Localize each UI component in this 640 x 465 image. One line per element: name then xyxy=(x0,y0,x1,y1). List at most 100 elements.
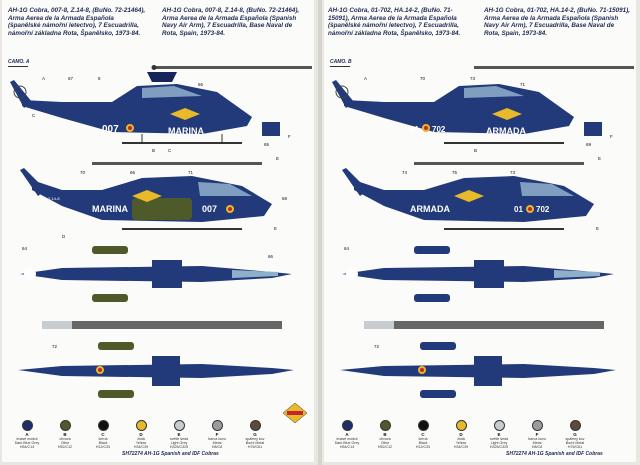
left-underside-view: 72 xyxy=(18,342,294,398)
stub-wing xyxy=(474,260,504,288)
roundel-center xyxy=(528,207,532,211)
roundel-center xyxy=(424,126,428,130)
olive-panel xyxy=(132,198,192,220)
weapon-pod xyxy=(98,342,134,350)
left-footer: SH72274 AH-1G Spanish and IDF Cobras xyxy=(122,451,219,457)
callout-69: 69 xyxy=(586,142,592,147)
tail-fin xyxy=(332,80,354,108)
marking-text: ARMADA xyxy=(410,204,450,214)
canopy xyxy=(464,86,524,98)
side-code-prefix: 01 xyxy=(410,125,419,134)
tail-marking xyxy=(346,268,358,280)
canopy-plan xyxy=(554,270,600,278)
swatch-f-dot xyxy=(531,420,543,431)
callout-74: 74 xyxy=(402,170,408,175)
stub-wing xyxy=(474,356,502,386)
right-caption-cz: AH-1G Cobra, 01-702, HA.14-2, (BuNo. 71-… xyxy=(328,7,461,37)
detail-inset xyxy=(262,122,280,136)
left-page: AH-1G Cobra, 007-8, Z.14-8, (BuNo. 72-21… xyxy=(2,0,314,462)
callout-d: D xyxy=(62,234,66,239)
roundel-center xyxy=(228,207,232,211)
rotor-blade-view xyxy=(364,321,604,329)
canopy xyxy=(520,182,574,196)
weapon-pod xyxy=(420,390,456,398)
anchor-emblem xyxy=(454,190,484,202)
right-plan-view: 64 xyxy=(342,246,614,302)
rotor-tip xyxy=(151,65,157,70)
callout-f: F xyxy=(288,134,291,139)
swatch-g-dot xyxy=(249,420,261,431)
roundel-center xyxy=(98,368,102,372)
blade-root xyxy=(42,321,72,329)
right-side-view-upper: 01 702 ARMADA A 70 73 71 B 69 F E xyxy=(332,66,634,161)
anchor-emblem xyxy=(132,190,162,202)
callout-e: E xyxy=(274,226,277,231)
main-rotor xyxy=(92,162,262,165)
rotor-blade xyxy=(42,321,282,329)
right-side-view-lower: ARMADA 01 702 74 75 73 E xyxy=(342,162,599,231)
weapon-pod xyxy=(98,390,134,398)
marking-text: MARINA xyxy=(168,126,204,136)
skid xyxy=(122,228,242,230)
side-code-prefix: 01 xyxy=(514,205,523,214)
roundel-center xyxy=(128,126,132,130)
callout-64: 64 xyxy=(22,246,28,251)
side-code: 702 xyxy=(536,205,550,214)
callout-66: 66 xyxy=(130,170,136,175)
fin-code: Z.14-8 xyxy=(48,196,60,201)
swatch-b-dot xyxy=(379,420,391,431)
skid xyxy=(444,142,564,144)
callout-70: 70 xyxy=(80,170,86,175)
canopy xyxy=(142,86,202,98)
callout-70: 70 xyxy=(420,76,426,81)
engine-cowl xyxy=(147,72,177,82)
main-rotor xyxy=(152,66,312,69)
left-caption-cz: AH-1G Cobra, 007-8, Z.14-8, (BuNo. 72-21… xyxy=(8,7,146,37)
callout-71: 71 xyxy=(520,82,526,87)
weapon-pod xyxy=(92,246,128,254)
left-camo-label: CAMO. A xyxy=(8,59,30,65)
swatch-g-dot xyxy=(569,420,581,431)
detail-inset xyxy=(584,122,602,136)
swatch-e-dot xyxy=(173,420,185,431)
callout-b: B xyxy=(474,148,477,153)
swatch-a-dot xyxy=(341,420,353,431)
swatch-d-dot xyxy=(135,420,147,431)
tail-marking xyxy=(24,268,36,280)
callout-64: 64 xyxy=(344,246,350,251)
callout-e: E xyxy=(598,156,601,161)
callout-66: 66 xyxy=(268,254,274,259)
anchor-emblem xyxy=(492,108,522,120)
callout-8: 8 xyxy=(98,76,101,81)
callout-71: 71 xyxy=(188,170,194,175)
swatch-c-dot xyxy=(417,420,429,431)
callout-65: 65 xyxy=(264,142,270,147)
anchor-emblem xyxy=(170,108,200,120)
weapon-pod xyxy=(420,342,456,350)
left-side-view-lower: MARINA 007 Z.14-8 70 66 71 68 E D xyxy=(20,162,288,239)
tail-fin xyxy=(10,80,32,108)
rotor-blade xyxy=(364,321,604,329)
swatch-b-dot xyxy=(59,420,71,431)
tail-rotor xyxy=(13,85,27,99)
fuselage xyxy=(344,84,574,134)
callout-72: 72 xyxy=(52,344,58,349)
callout-72: 72 xyxy=(374,344,380,349)
tail-rotor xyxy=(335,85,349,99)
page-spine xyxy=(318,0,322,465)
tail-fin xyxy=(20,168,46,196)
right-footer: SH72274 AH-1G Spanish and IDF Cobras xyxy=(506,451,603,457)
canopy-plan xyxy=(232,270,278,278)
